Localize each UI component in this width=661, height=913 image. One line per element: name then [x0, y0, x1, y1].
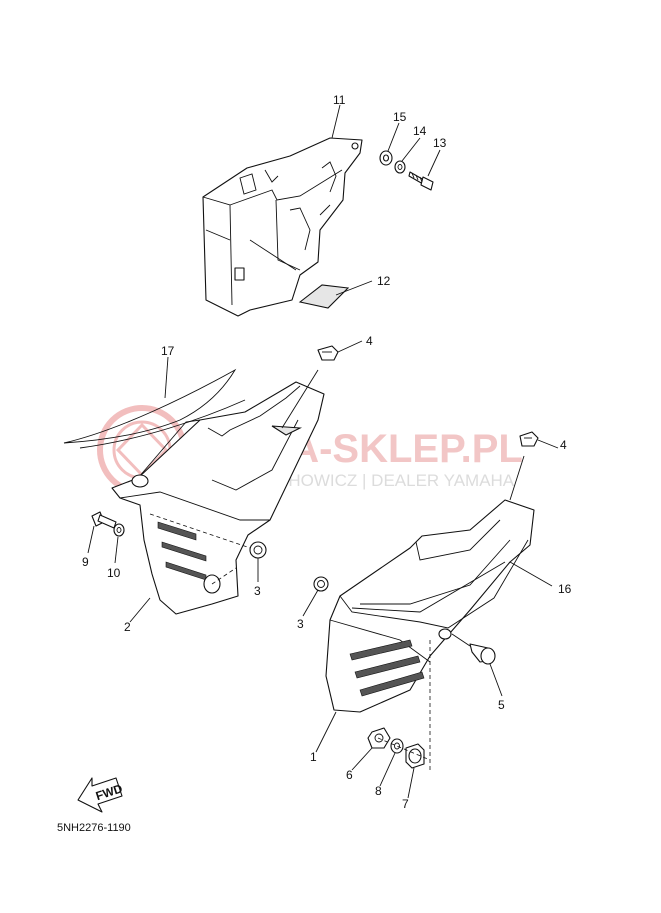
callout-6: 6	[346, 768, 353, 782]
callout-4-lower: 4	[560, 438, 567, 452]
callout-11: 11	[333, 93, 346, 107]
part-7-collar	[405, 743, 425, 769]
part-1-side-cover-right	[325, 499, 535, 770]
part-4-nut-clip-lower	[519, 431, 539, 447]
part-13-bolt	[408, 171, 434, 191]
callout-3-right: 3	[297, 617, 304, 631]
part-14-spring-washer	[394, 160, 406, 174]
callout-7: 7	[402, 797, 409, 811]
part-15-washer	[379, 150, 393, 166]
callout-4-upper: 4	[366, 334, 373, 348]
callout-8: 8	[375, 784, 382, 798]
part-9-bolt	[91, 511, 117, 529]
callout-13: 13	[433, 136, 447, 150]
callout-15: 15	[393, 110, 407, 124]
callout-5: 5	[498, 698, 505, 712]
part-8-washer	[390, 738, 404, 754]
part-10-washer	[113, 523, 125, 537]
part-5-fastener	[451, 633, 496, 665]
fwd-arrow-icon: FWD	[77, 777, 125, 813]
callout-1: 1	[310, 750, 317, 764]
part-12-plate	[298, 284, 350, 309]
part-3-grommet-right	[313, 576, 329, 592]
part-17-graphic	[63, 368, 246, 449]
callout-10: 10	[107, 566, 121, 580]
part-4-nut-clip-upper	[317, 345, 339, 361]
part-16-graphic	[351, 561, 506, 613]
callout-12: 12	[377, 274, 391, 288]
callout-16: 16	[558, 582, 572, 596]
leader-lines	[87, 104, 559, 799]
callout-17: 17	[161, 344, 175, 358]
part-2-side-cover-left	[111, 381, 325, 615]
diagram-code: 5NH2276-1190	[57, 822, 131, 834]
assembly-axis-line	[377, 737, 431, 761]
part-11-cover-box	[202, 137, 363, 317]
callout-labels: 11 15 14 13 12 17 4 4 9 10 3 2 3 16 5 1 …	[82, 93, 572, 811]
callout-9: 9	[82, 555, 89, 569]
callout-3-left: 3	[254, 584, 261, 598]
cover-boss	[234, 267, 245, 281]
part-3-grommet-left	[249, 541, 267, 559]
callout-2: 2	[124, 620, 131, 634]
callout-14: 14	[413, 124, 427, 138]
